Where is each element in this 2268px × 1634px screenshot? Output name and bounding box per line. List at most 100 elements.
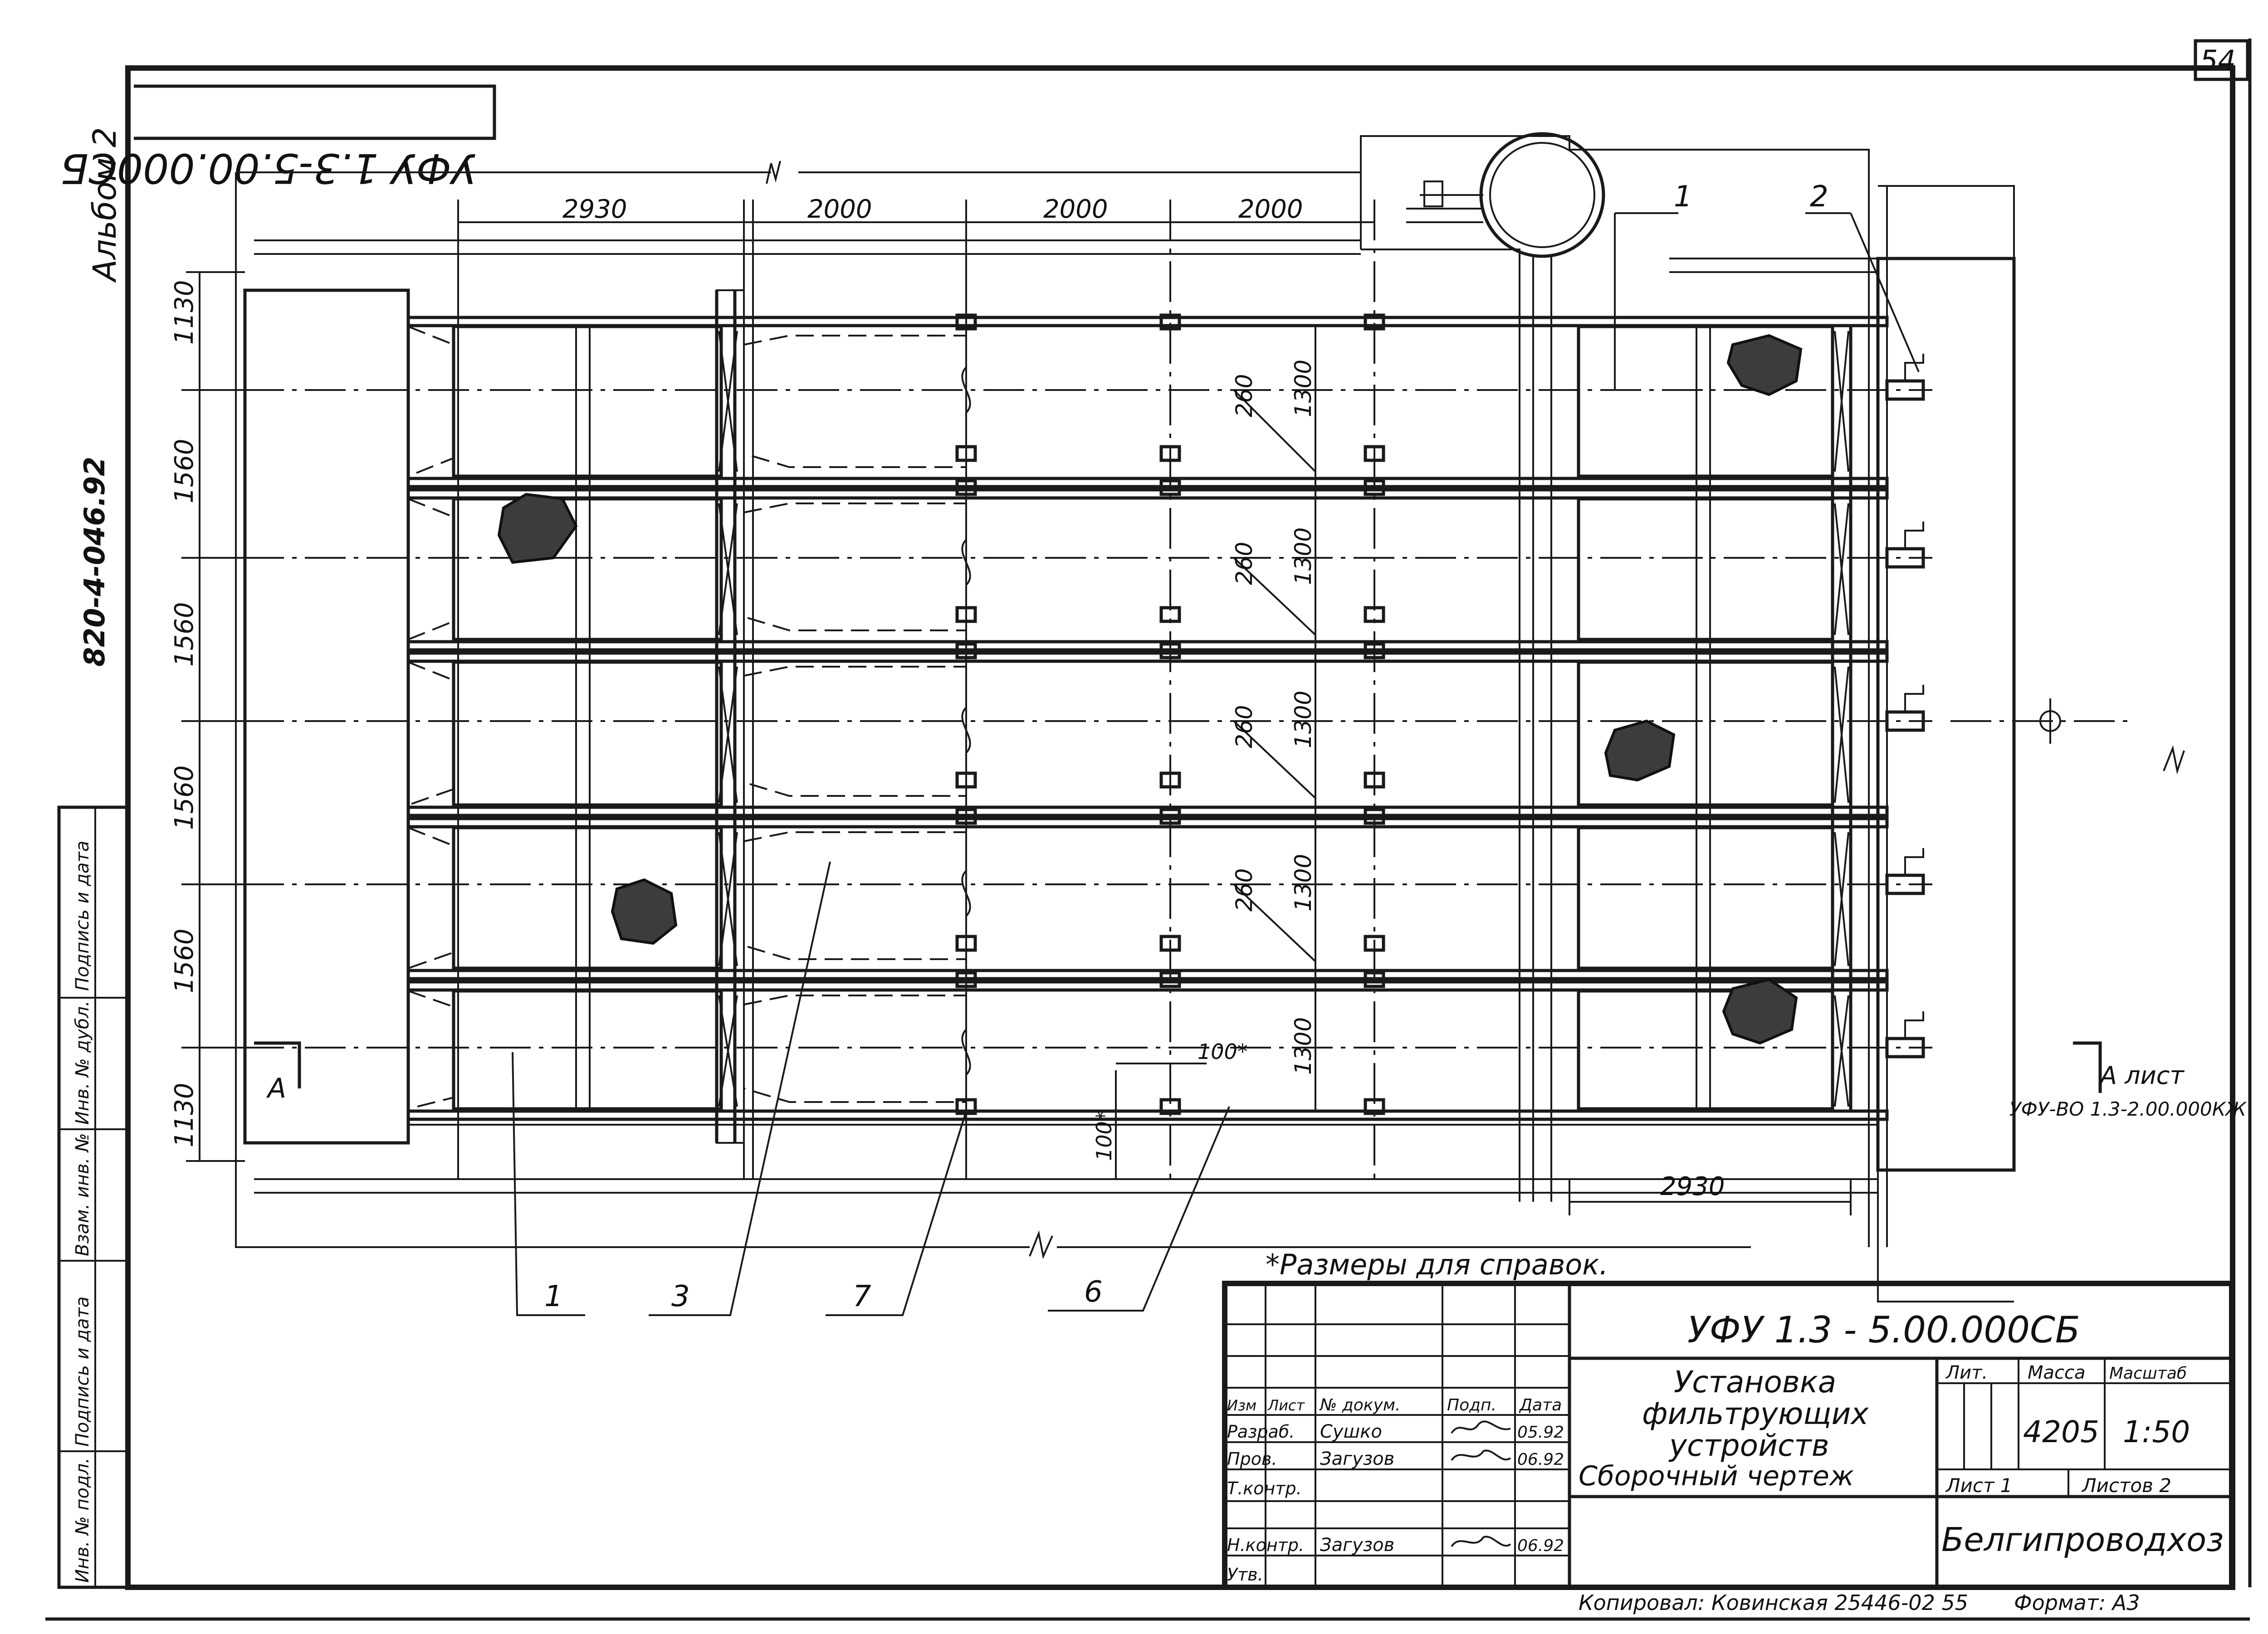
dim-left-1: 1130: [170, 280, 199, 345]
clamp-axes: [457, 200, 1375, 1179]
dim-left-5: 1560: [170, 928, 199, 993]
mirrored-code: УФУ 1.3-5.00.000СБ: [60, 144, 476, 192]
callout-bottom-1: 1: [544, 1280, 563, 1313]
callouts: 1 2 1 3 7 6: [512, 180, 1920, 1316]
dimension-texts: 2930 2000 2000 2000 1130 1560 1560 1560 …: [170, 195, 1725, 1201]
page-number-box: 54: [2194, 39, 2249, 81]
dim-1300-4: 1300: [1290, 854, 1316, 912]
callout-bottom-6: 6: [1084, 1275, 1103, 1309]
section-right-ref: УФУ-ВО 1.3-2.00.000КЖ: [2009, 1098, 2247, 1120]
stone: [1604, 719, 1676, 782]
dim-top-1: 2930: [562, 195, 627, 224]
bay-centerlines: [181, 389, 2132, 1049]
stone: [1726, 334, 1803, 396]
dim-260-3: 260: [1231, 705, 1257, 748]
title-line-4: Сборочный чертеж: [1579, 1460, 1854, 1492]
row-role-3: Т.контр.: [1227, 1478, 1302, 1498]
dim-top-2: 2000: [807, 195, 872, 224]
hdr-sign: Подп.: [1447, 1396, 1496, 1415]
title-block: УФУ 1.3 - 5.00.000СБ Установка фильтрующ…: [1222, 1281, 2234, 1590]
sheet-label: Лист 1: [1945, 1474, 2013, 1497]
stone: [1722, 978, 1798, 1045]
sheets-label: Листов 2: [2081, 1474, 2171, 1497]
stamp-sign-date-2: Подпись и дата: [72, 1297, 93, 1447]
hdr-date: Дата: [1519, 1396, 1562, 1415]
stamp-vzam-inv: Взам. инв. №: [72, 1133, 93, 1256]
album-code: 820-4-046.92: [78, 457, 111, 667]
sheet-frame: [45, 39, 2252, 1621]
dim-1300-5: 1300: [1290, 1017, 1316, 1075]
dimension-lines: [186, 200, 1852, 1215]
row-date-4: 06.92: [1517, 1536, 1564, 1555]
callout-top-1: 1: [1674, 180, 1692, 214]
mirrored-code-box: УФУ 1.3-5.00.000СБ: [60, 84, 496, 192]
signature: [1451, 1420, 1511, 1434]
title-line-3: устройств: [1668, 1428, 1829, 1463]
right-pipe-stubs: [1885, 354, 1925, 1058]
dim-1300-3: 1300: [1290, 691, 1316, 748]
dim-small-100-h: 100*: [1198, 1039, 1248, 1064]
hdr-doc: № докум.: [1319, 1396, 1400, 1415]
callout-top-2: 2: [1810, 180, 1828, 214]
callout-bottom-7: 7: [853, 1280, 871, 1313]
hdr-izm: Изм: [1227, 1397, 1256, 1414]
page-number: 54: [2200, 44, 2236, 77]
mass-label: Масса: [2028, 1362, 2086, 1383]
footer-format: Формат: А3: [2014, 1590, 2140, 1615]
row-role-5: Утв.: [1227, 1565, 1263, 1585]
album-label: Альбом 2: [86, 127, 123, 283]
signature: [1451, 1536, 1511, 1547]
dim-small-100-v: 100*: [1092, 1111, 1116, 1161]
row-name-2: Загузов: [1320, 1449, 1394, 1469]
stone: [497, 493, 578, 564]
scale-value: 1:50: [2123, 1415, 2190, 1449]
dim-top-3: 2000: [1043, 195, 1108, 224]
signature: [1451, 1449, 1511, 1461]
dim-1300-1: 1300: [1290, 360, 1316, 417]
left-filter-frames: [452, 289, 745, 1144]
scale-label: Масштаб: [2109, 1364, 2187, 1383]
stones: [497, 334, 1803, 1045]
dim-260-2: 260: [1231, 542, 1257, 585]
reference-note: *Размеры для справок.: [1266, 1248, 1608, 1281]
stamp-sign-date-1: Подпись и дата: [72, 841, 93, 991]
stamp-inv-dubl: Инв. № дубл.: [72, 1000, 93, 1125]
stone: [611, 878, 678, 945]
dim-260-1: 260: [1231, 374, 1257, 417]
row-name-1: Сушко: [1320, 1421, 1382, 1442]
dim-top-4: 2000: [1238, 195, 1303, 224]
axis-symbol: [2039, 698, 2061, 744]
filter-beams: [406, 316, 1889, 1121]
dim-1300-2: 1300: [1290, 527, 1316, 585]
row-date-2: 06.92: [1517, 1450, 1564, 1469]
row-name-4: Загузов: [1320, 1535, 1394, 1556]
left-funnels: [408, 326, 455, 1110]
row-role-2: Пров.: [1227, 1449, 1277, 1469]
clamp-markers: [955, 313, 1385, 1115]
mass-value: 4205: [2023, 1415, 2099, 1449]
left-stamp: Подпись и дата Инв. № дубл. Взам. инв. №…: [57, 805, 129, 1589]
dim-left-2: 1560: [170, 439, 199, 503]
row-role-4: Н.контр.: [1227, 1535, 1304, 1555]
dim-left-6: 1130: [170, 1083, 199, 1147]
lit-label: Лит.: [1945, 1362, 1988, 1383]
left-bracing: [718, 331, 738, 1107]
footer-copied: Копировал: Ковинская 25446-02 55: [1579, 1590, 1968, 1615]
dim-left-4: 1560: [170, 765, 199, 830]
stamp-inv-podl: Инв. № подл.: [72, 1458, 93, 1583]
dashed-channels: [743, 335, 967, 1103]
title-line-2: фильтрующих: [1642, 1396, 1869, 1431]
section-marks: А А лист УФУ-ВО 1.3-2.00.000КЖ: [254, 1041, 2247, 1120]
section-left-label: А: [266, 1073, 286, 1104]
section-right-label: А лист: [2099, 1061, 2185, 1090]
dim-bottom-right: 2930: [1660, 1172, 1725, 1201]
dim-260-4: 260: [1231, 868, 1257, 912]
right-filter-frames: [1577, 325, 1853, 1111]
callout-bottom-3: 3: [671, 1280, 690, 1313]
hdr-list: Лист: [1267, 1397, 1305, 1414]
wavy-breaks: [961, 366, 971, 1076]
row-date-1: 05.92: [1517, 1423, 1564, 1442]
dim-left-3: 1560: [170, 602, 199, 667]
title-line-1: Установка: [1674, 1365, 1836, 1400]
